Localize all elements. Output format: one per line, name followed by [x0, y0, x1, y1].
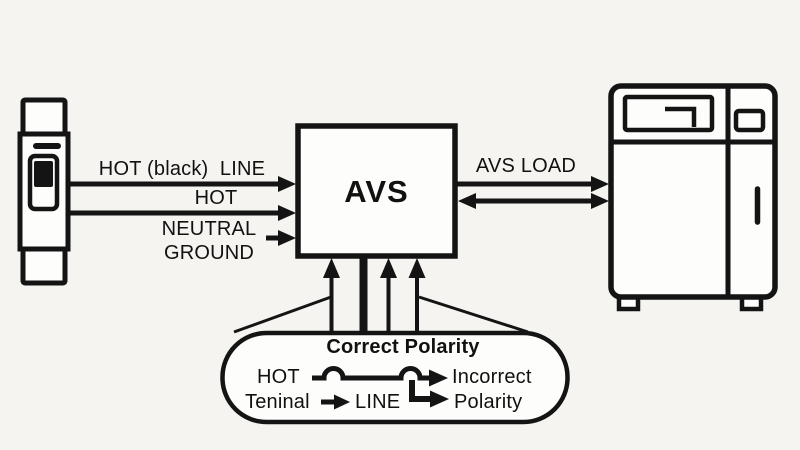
callout-line-label: LINE: [355, 391, 401, 413]
callout-title: Correct Polarity: [326, 336, 480, 358]
arrowhead-icon: [278, 176, 296, 192]
arrowhead-icon: [429, 369, 448, 387]
arrowhead-icon: [278, 205, 296, 221]
arrowhead-icon: [408, 258, 426, 278]
arrowhead-icon: [458, 193, 476, 209]
arrowhead-icon: [591, 193, 609, 209]
avs-box: [295, 123, 458, 259]
arrowhead-icon: [334, 394, 350, 410]
hot-label: HOT: [194, 187, 238, 209]
circuit-breaker-icon: [17, 97, 71, 286]
breaker-indicator-bar: [33, 143, 61, 149]
appliance-icon: [608, 83, 778, 312]
load-wire-top: [455, 176, 609, 192]
load-wire-bottom-double: [458, 193, 609, 209]
callout-hot-label: HOT: [257, 366, 300, 388]
bottom-wire-bar: [359, 257, 368, 333]
bottom-connection-arrows: [323, 257, 426, 333]
display-detail: [665, 106, 697, 127]
arrowhead-icon: [380, 258, 397, 278]
input-wire-neutral-ground: [266, 230, 296, 246]
hot-black-line-label: HOT (black) LINE: [98, 158, 266, 180]
elbow-connector: [409, 380, 449, 408]
ground-label: GROUND: [163, 242, 255, 264]
teninal-line-arrow: [321, 394, 350, 410]
input-wire-hot-black-line: [68, 176, 296, 192]
avs-box-label: AVS: [344, 174, 409, 209]
arrowhead-icon: [430, 390, 449, 408]
appliance-button: [733, 108, 766, 133]
input-wire-hot: [68, 205, 296, 221]
neutral-label: NEUTRAL: [161, 218, 257, 240]
callout-funnel-lines: [233, 295, 529, 334]
wire-crossover-hops: [312, 366, 448, 387]
callout-teninal-label: Teninal: [245, 391, 310, 413]
arrowhead-icon: [591, 176, 609, 192]
callout-incorrect-label: Incorrect: [452, 366, 532, 388]
arrowhead-icon: [323, 258, 340, 278]
avs-load-label: AVS LOAD: [475, 155, 577, 177]
breaker-toggle: [34, 161, 53, 187]
callout-polarity-label: Polarity: [454, 391, 523, 413]
appliance-display: [622, 94, 715, 133]
arrowhead-icon: [278, 230, 296, 246]
